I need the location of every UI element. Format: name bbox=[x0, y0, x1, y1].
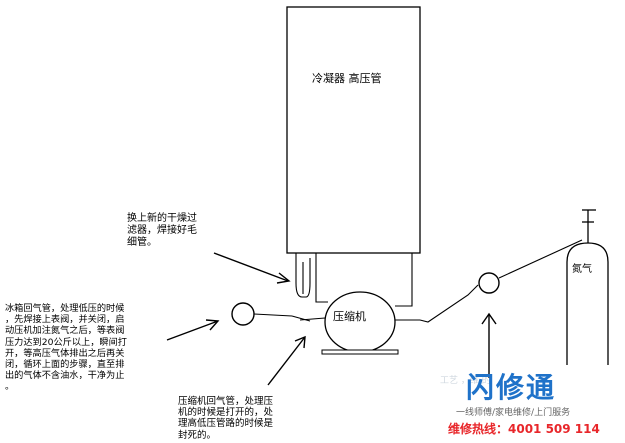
nitrogen-cylinder bbox=[566, 209, 609, 365]
condenser-box bbox=[286, 6, 421, 254]
right-valve-gauge bbox=[478, 272, 500, 294]
arrows bbox=[166, 252, 497, 386]
watermark-ghost-text: 工艺 ，维 的 bbox=[440, 376, 491, 386]
drier-filter bbox=[295, 253, 328, 303]
watermark-brand: 闪修通 bbox=[466, 371, 557, 404]
discharge-pipe bbox=[419, 284, 479, 323]
left-valve-gauge bbox=[231, 302, 255, 326]
nitrogen-label: 氮气 bbox=[572, 264, 592, 275]
drier-note: 换上新的干燥过 滤器，焊接好毛 细管。 bbox=[127, 213, 197, 248]
watermark-tagline: 一线师傅/家电维修/上门服务 bbox=[456, 408, 571, 418]
fridge-return-note: 冰箱回气管，处理低压的时候 ，先焊接上表阀，并关闭，启 动压机加注氮气之后，等表… bbox=[5, 303, 127, 393]
watermark-hotline: 维修热线：4001 509 114 bbox=[448, 422, 600, 436]
compressor-label: 压缩机 bbox=[333, 310, 366, 323]
compressor-return-note: 压缩机回气管，处理压 机的时候是打开的，处 理高低压管路的时候是 封死的。 bbox=[178, 396, 274, 441]
condenser-right-pipe bbox=[395, 253, 413, 307]
condenser-label: 冷凝器 高压管 bbox=[312, 72, 382, 85]
compressor-base bbox=[321, 349, 399, 355]
